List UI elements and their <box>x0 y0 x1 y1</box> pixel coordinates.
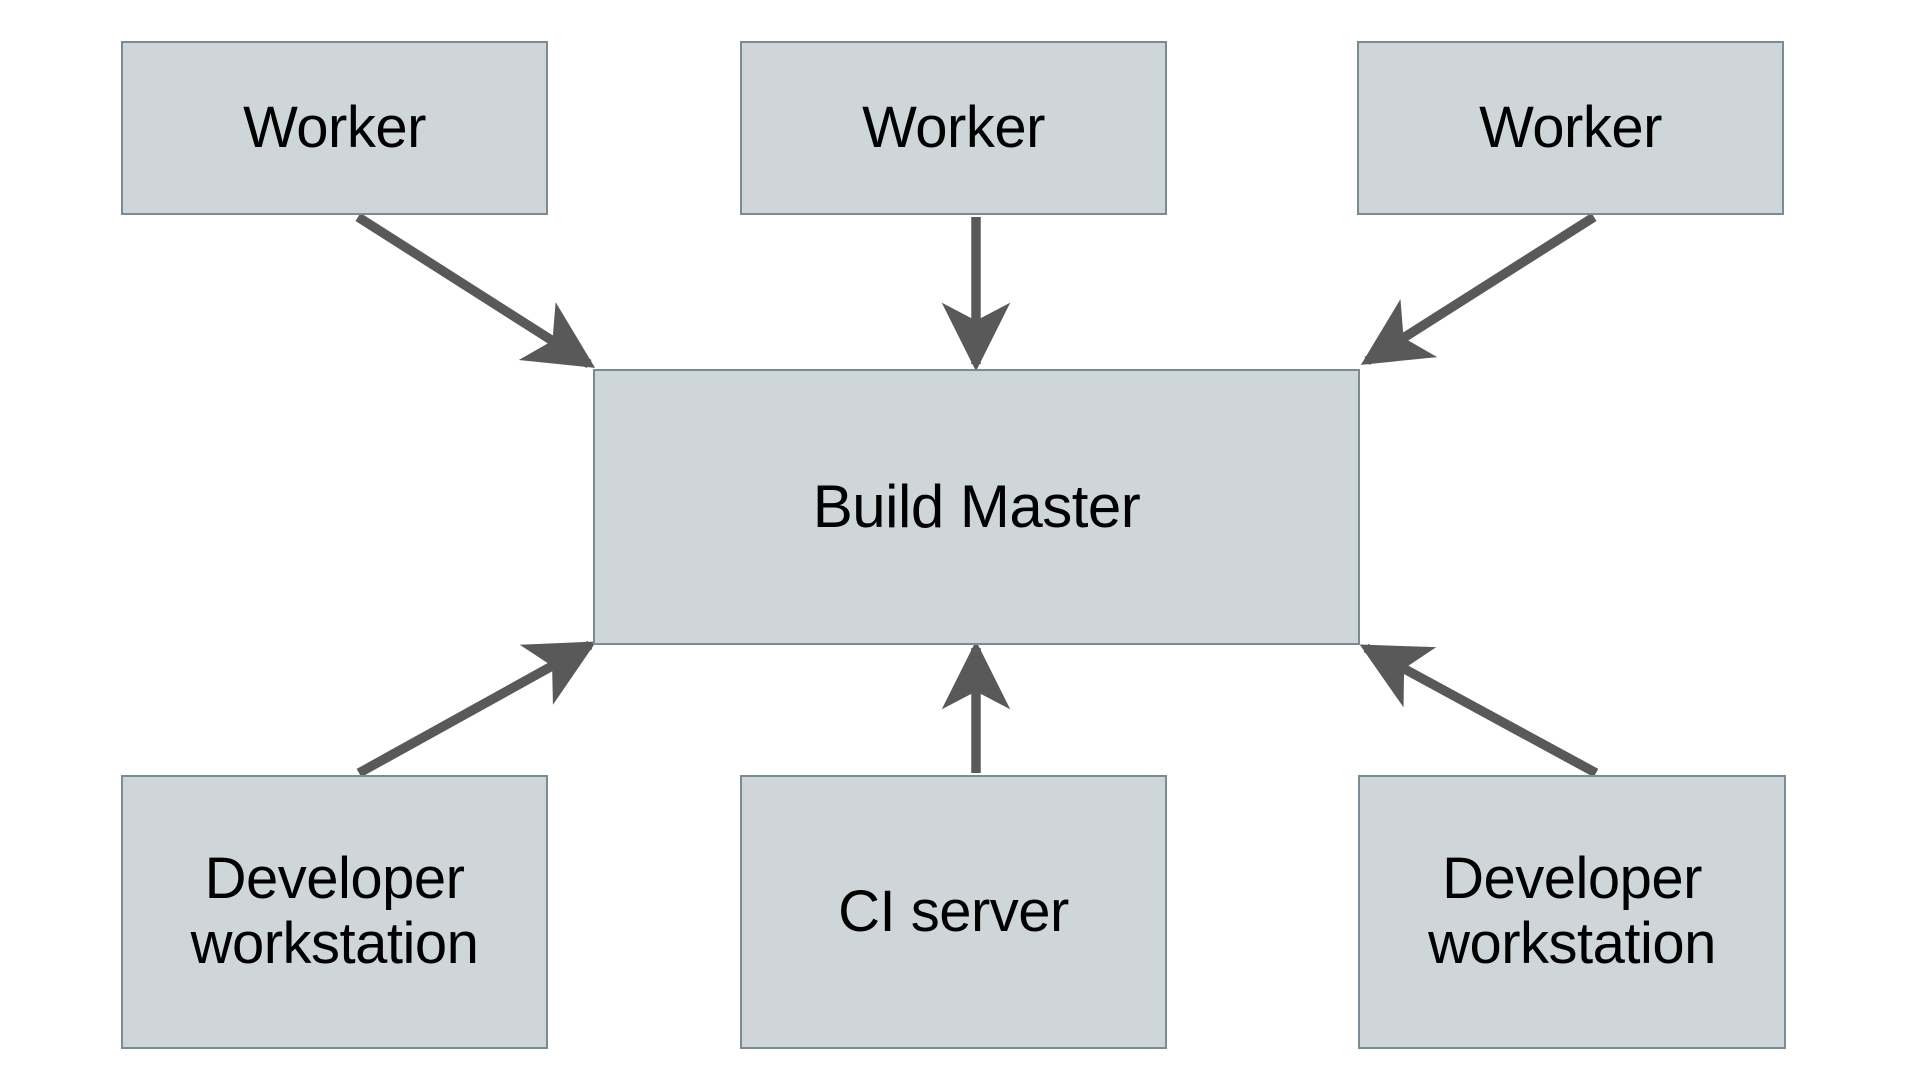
node-developer-workstation-right[interactable]: Developer workstation <box>1358 775 1786 1049</box>
node-label-worker-right: Worker <box>1479 94 1662 160</box>
node-label-build-master: Build Master <box>812 473 1141 541</box>
node-label-developer-workstation-right: Developer workstation <box>1428 846 1716 976</box>
node-label-worker-mid: Worker <box>862 94 1045 160</box>
node-worker-right[interactable]: Worker <box>1357 41 1784 215</box>
node-worker-mid[interactable]: Worker <box>740 41 1167 215</box>
node-worker-left[interactable]: Worker <box>121 41 548 215</box>
node-ci-server[interactable]: CI server <box>740 775 1167 1049</box>
node-developer-workstation-left[interactable]: Developer workstation <box>121 775 548 1049</box>
node-label-ci-server: CI server <box>838 878 1069 944</box>
node-label-developer-workstation-left: Developer workstation <box>190 846 479 976</box>
edge-worker-left-to-master <box>355 212 596 369</box>
edge-dev-left-to-master <box>356 640 597 778</box>
node-build-master[interactable]: Build Master <box>593 369 1360 645</box>
edge-worker-right-to-master <box>1360 212 1597 366</box>
edge-dev-right-to-master <box>1359 643 1599 778</box>
node-label-worker-left: Worker <box>243 94 426 160</box>
